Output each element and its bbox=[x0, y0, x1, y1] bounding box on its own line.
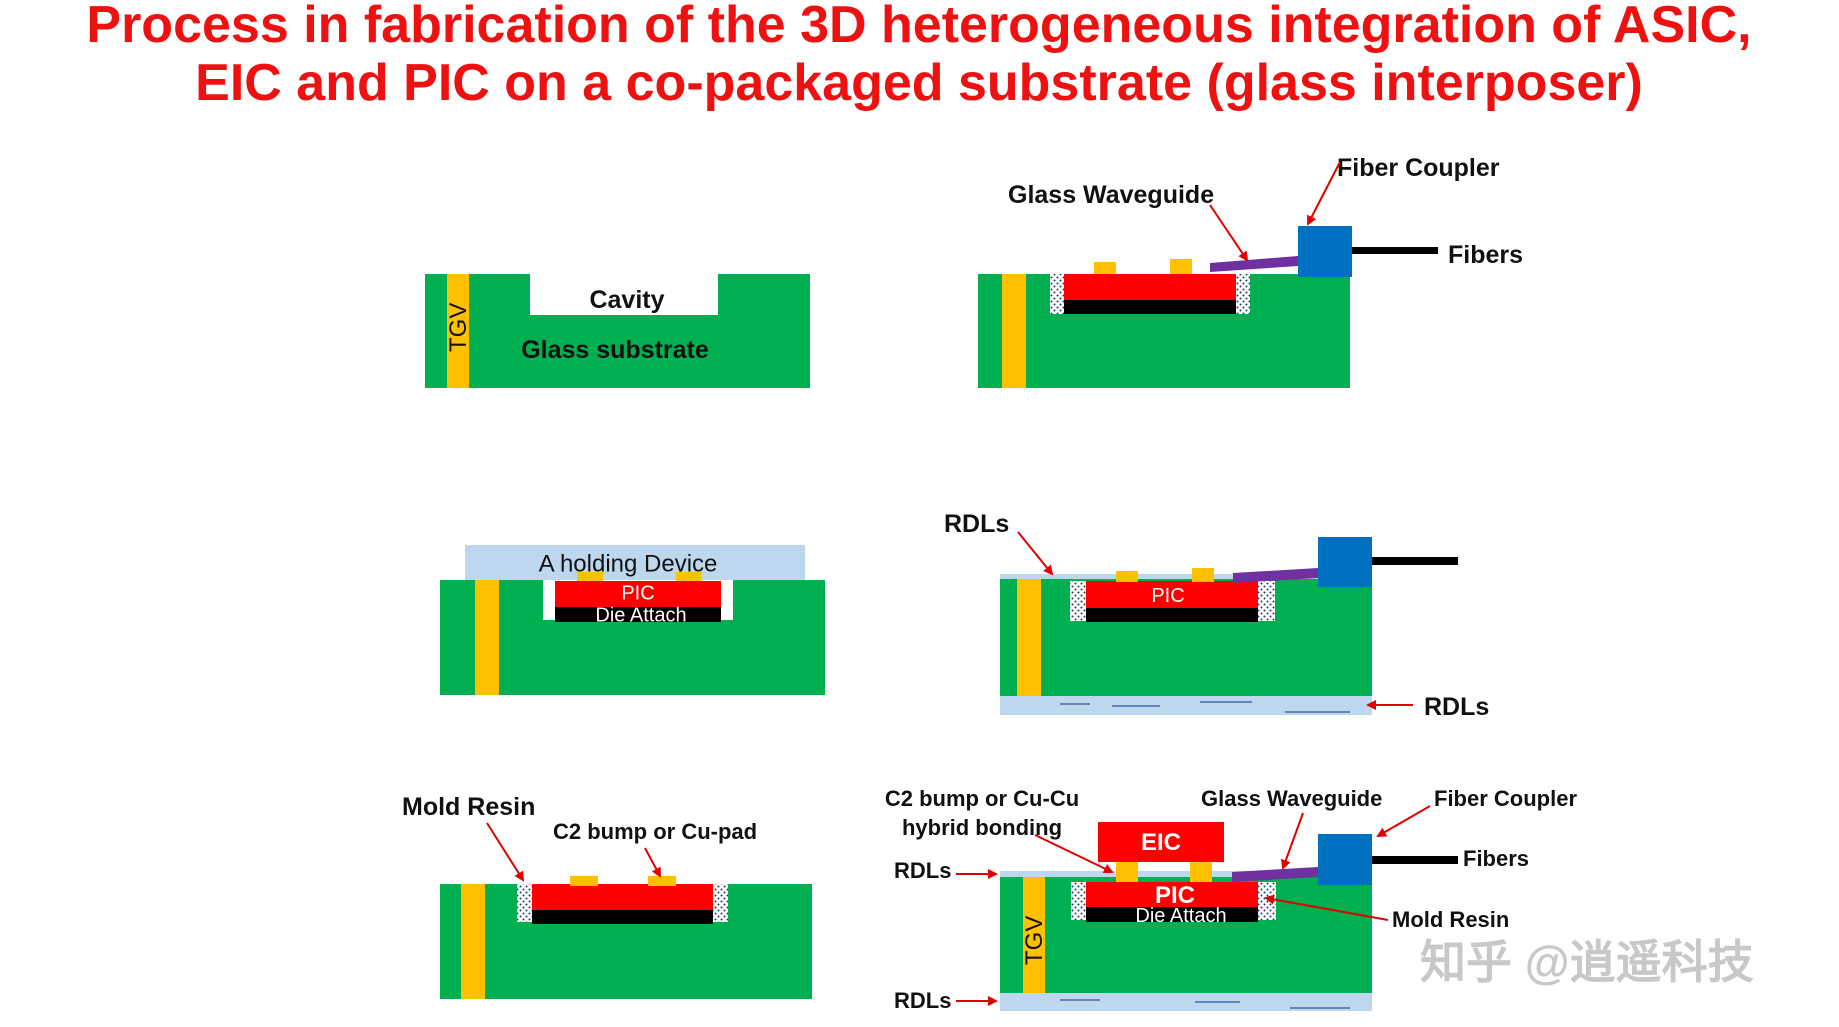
top-rdl-layer bbox=[1000, 574, 1372, 579]
eic-label: EIC bbox=[1141, 829, 1181, 856]
title-line-1: Process in fabrication of the 3D heterog… bbox=[86, 0, 1751, 54]
bump-pad bbox=[1116, 862, 1138, 882]
step-4-waveguide-coupler: Glass Waveguide Fiber Coupler Fibers bbox=[978, 154, 1523, 388]
step-2-pic-placement: A holding Device PIC Die Attach bbox=[440, 545, 825, 695]
bump-pad bbox=[1094, 262, 1116, 274]
pic-chip bbox=[1086, 882, 1258, 907]
pic-chip bbox=[1086, 581, 1258, 608]
glass-waveguide-label: Glass Waveguide bbox=[1201, 786, 1382, 811]
c2-cu-pad-label: C2 bump or Cu-pad bbox=[553, 819, 757, 844]
rdls-bottom-label: RDLs bbox=[1424, 693, 1489, 721]
c2-hybrid-arrow bbox=[1034, 834, 1114, 874]
glass-waveguide bbox=[1232, 867, 1318, 882]
fiber-coupler-label: Fiber Coupler bbox=[1434, 786, 1577, 811]
fiber-coupler-label: Fiber Coupler bbox=[1337, 154, 1500, 182]
glass-waveguide bbox=[1233, 568, 1318, 583]
fiber bbox=[1372, 856, 1458, 864]
glass-substrate-body bbox=[425, 274, 810, 388]
fibers-label: Fibers bbox=[1448, 241, 1523, 269]
bottom-rdl-layer bbox=[1000, 993, 1372, 1011]
step-3-mold-resin: Mold Resin C2 bump or Cu-pad bbox=[402, 793, 812, 999]
die-attach-label: Die Attach bbox=[595, 604, 686, 626]
bump-pad bbox=[1170, 259, 1192, 274]
glass-substrate-label: Glass substrate bbox=[521, 336, 709, 364]
bump-pad bbox=[577, 572, 603, 582]
die-attach-layer bbox=[1086, 608, 1258, 622]
fiber-coupler-arrow bbox=[1376, 805, 1431, 837]
bump-pad bbox=[1116, 571, 1138, 582]
c2-cu-pad-arrow bbox=[644, 847, 661, 878]
tgv-via bbox=[1023, 877, 1045, 993]
tgv-via bbox=[1017, 579, 1041, 696]
bump-pad bbox=[676, 572, 702, 582]
cavity-label: Cavity bbox=[589, 286, 664, 314]
die-attach-layer bbox=[1086, 907, 1258, 922]
bottom-rdl-layer bbox=[1000, 696, 1372, 715]
watermark: 知乎 @逍遥科技 bbox=[1420, 936, 1754, 988]
tgv-label: TGV bbox=[445, 303, 472, 352]
die-attach-layer bbox=[1064, 300, 1236, 314]
tgv-via bbox=[461, 884, 485, 999]
glass-waveguide-arrow bbox=[1209, 204, 1249, 262]
die-attach-layer bbox=[532, 910, 713, 924]
mold-resin-label: Mold Resin bbox=[402, 793, 535, 821]
tgv-via bbox=[447, 274, 469, 388]
tgv-via bbox=[1002, 274, 1026, 388]
tgv-via bbox=[475, 580, 499, 695]
step-6-final-assembly: TGV PIC Die Attach EIC C2 bump or Cu-Cu … bbox=[885, 786, 1578, 1013]
mold-resin-label: Mold Resin bbox=[1392, 907, 1509, 932]
top-rdl-layer bbox=[1000, 871, 1372, 877]
die-attach-label: Die Attach bbox=[1135, 905, 1226, 927]
mold-resin-arrow bbox=[1264, 894, 1389, 921]
fiber-coupler bbox=[1298, 226, 1352, 277]
pic-chip bbox=[1064, 274, 1236, 300]
glass-waveguide bbox=[1210, 256, 1298, 272]
fiber bbox=[1372, 557, 1458, 565]
pic-chip bbox=[532, 884, 713, 910]
bump-pad bbox=[648, 876, 676, 886]
pic-label: PIC bbox=[1155, 882, 1195, 909]
glass-substrate-body bbox=[440, 580, 825, 695]
step-5-rdls: PIC RDLs RDLs bbox=[944, 510, 1489, 721]
rdls-bottom-label: RDLs bbox=[894, 988, 951, 1013]
glass-waveguide-arrow bbox=[1281, 812, 1304, 870]
pic-label: PIC bbox=[1151, 585, 1184, 607]
pic-label: PIC bbox=[621, 582, 654, 604]
mold-resin-arrow bbox=[486, 822, 525, 882]
fiber bbox=[1352, 247, 1438, 254]
fiber-coupler bbox=[1318, 834, 1372, 885]
pic-chip bbox=[555, 581, 721, 607]
rdls-top-label: RDLs bbox=[894, 858, 951, 883]
bump-pad bbox=[1192, 568, 1214, 582]
title-line-2: EIC and PIC on a co-packaged substrate (… bbox=[195, 54, 1643, 112]
step-1-glass-substrate: TGV Cavity Glass substrate bbox=[425, 274, 810, 388]
holding-device bbox=[465, 545, 805, 580]
glass-waveguide-label: Glass Waveguide bbox=[1008, 181, 1214, 209]
rdls-top-label: RDLs bbox=[944, 510, 1009, 538]
fibers-label: Fibers bbox=[1463, 846, 1529, 871]
tgv-label: TGV bbox=[1021, 916, 1048, 965]
die-attach-layer bbox=[555, 607, 721, 622]
eic-chip bbox=[1098, 822, 1224, 862]
fiber-coupler-arrow bbox=[1307, 161, 1341, 226]
bump-pad bbox=[570, 876, 598, 886]
c2-hybrid-label-line-1: C2 bump or Cu-Cu bbox=[885, 786, 1079, 811]
fiber-coupler bbox=[1318, 537, 1372, 587]
bump-pad bbox=[1190, 862, 1212, 882]
rdls-top-arrow bbox=[1017, 531, 1054, 576]
